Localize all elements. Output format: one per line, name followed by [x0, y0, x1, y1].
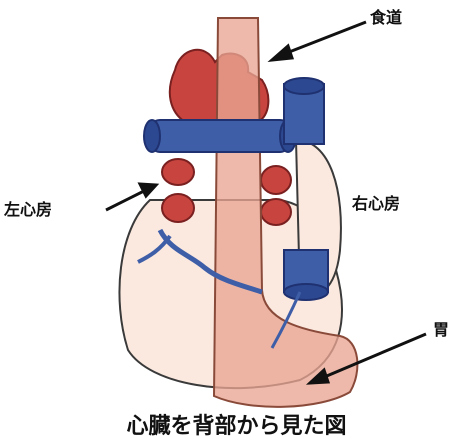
- arrow-icon: [272, 22, 366, 60]
- pulmonary-artery-left-end: [144, 120, 160, 152]
- label-right-atrium: 右心房: [352, 196, 400, 212]
- pulmonary-artery: [150, 120, 290, 152]
- pulmonary-vein-left-lower: [162, 194, 194, 222]
- pulmonary-vein-right-lower: [261, 199, 291, 225]
- pulmonary-vein-right-upper: [261, 166, 291, 194]
- pulmonary-vein-left-upper: [162, 159, 194, 185]
- label-stomach: 胃: [433, 322, 449, 338]
- superior-vena-cava-top: [284, 78, 324, 94]
- label-left-atrium: 左心房: [4, 202, 52, 218]
- label-esophagus: 食道: [370, 10, 402, 26]
- inferior-vena-cava-bottom: [284, 284, 328, 300]
- caption: 心臓を背部から見た図: [0, 408, 473, 440]
